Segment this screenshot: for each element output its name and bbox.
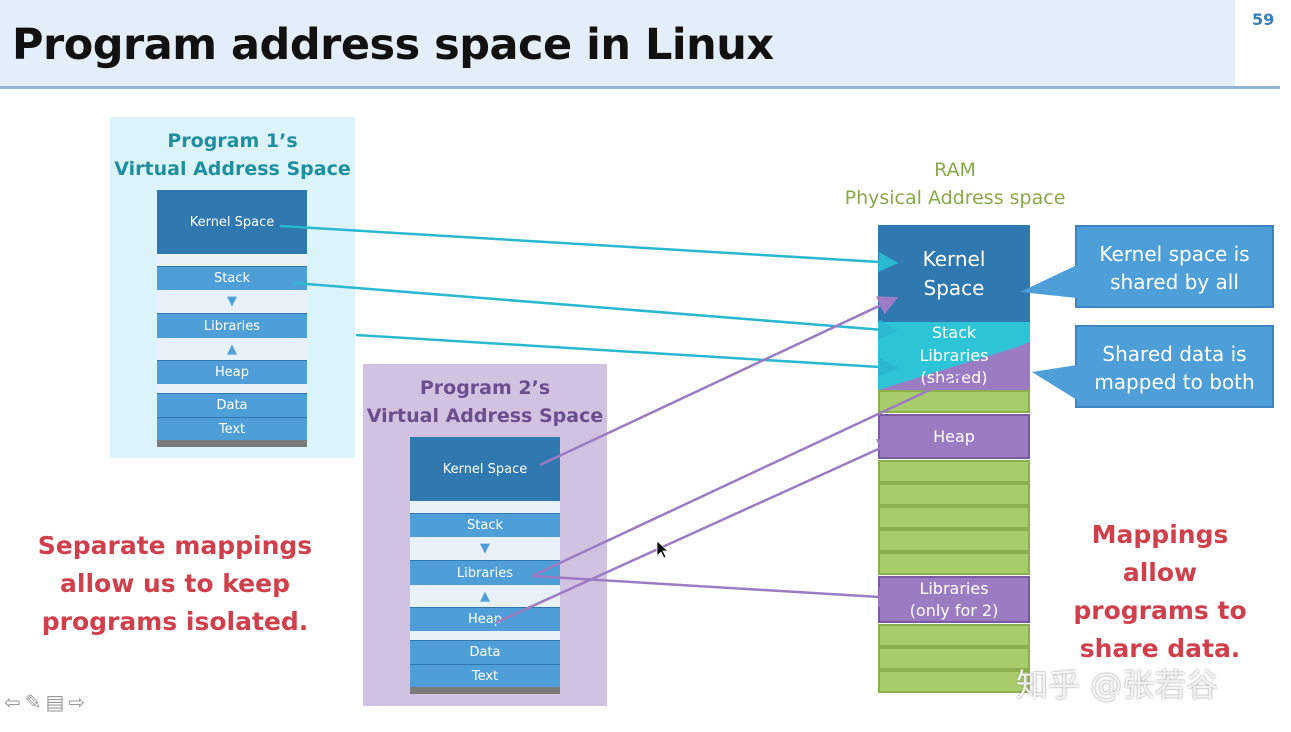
p1-up-arrow-icon: ▲ [157, 338, 307, 360]
p2-libraries: Libraries [410, 560, 560, 585]
arrow-p1-stack [293, 281, 899, 340]
note-right-line: programs to [1073, 596, 1247, 625]
p1-kernel: Kernel Space [157, 190, 307, 254]
arrow-p2-heap [494, 439, 899, 625]
page-number: 59 [1252, 10, 1275, 29]
p2-text: Text [410, 664, 560, 687]
p2-up-arrow-icon: ▲ [410, 585, 560, 607]
note-right-line: Mappings [1091, 520, 1229, 549]
ram-free-frame [878, 506, 1030, 529]
arrow-p2-libraries-only [531, 574, 899, 607]
p1-gap [157, 254, 307, 266]
ram-free-frame [878, 647, 1030, 670]
next-slide-icon[interactable]: ⇨ [68, 690, 86, 714]
p1-heap: Heap [157, 360, 307, 384]
pen-icon[interactable]: ✎ [24, 690, 42, 714]
callout-shared-data: Shared data is mapped to both [1075, 325, 1274, 408]
p1-libraries: Libraries [157, 313, 307, 338]
p2-kernel: Kernel Space [410, 437, 560, 501]
program1-title-line1: Program 1’s [167, 130, 298, 152]
ram-free-frame [878, 670, 1030, 693]
callout-pointer [1032, 365, 1077, 400]
arrow-p2-kernel [539, 296, 899, 467]
note-left-line: allow us to keep [60, 569, 290, 598]
ram-title-line1: RAM [934, 159, 976, 181]
callout-shared-line1: Shared data is [1102, 342, 1247, 366]
p1-data: Data [157, 393, 307, 417]
ram-title-line2: Physical Address space [844, 187, 1066, 209]
note-right-line: allow [1122, 558, 1198, 587]
ram-libs2-line2: (only for 2) [909, 600, 999, 620]
ram-free-frame [878, 529, 1030, 552]
p2-down-arrow-icon: ▼ [410, 537, 560, 560]
ram-kernel-line2: Space [923, 275, 985, 300]
program2-title-line2: Virtual Address Space [366, 405, 604, 427]
ram-libraries-only2: Libraries(only for 2) [878, 576, 1030, 623]
p2-gap [410, 631, 560, 640]
p2-gap [410, 501, 560, 513]
ram-heap: Heap [878, 414, 1030, 459]
slide-title: Program address space in Linux [12, 20, 774, 70]
watermark: 知乎 @张若谷 [1016, 666, 1219, 704]
arrow-p1-libraries [355, 333, 899, 377]
program2-title-line1: Program 2’s [419, 377, 551, 399]
callout-kernel-line2: shared by all [1110, 270, 1239, 294]
ram-libs-shared-line2: (shared) [920, 367, 988, 387]
ram-stack: Stack [878, 322, 1030, 343]
note-left-line: Separate mappings [37, 531, 313, 560]
slide-header [0, 0, 1235, 86]
note-sharing: Mappings allow programs to share data. [1060, 516, 1260, 668]
p1-text: Text [157, 417, 307, 440]
callout-kernel-shared: Kernel space is shared by all [1075, 225, 1274, 308]
p1-stack: Stack [157, 266, 307, 290]
ram-free-frame [878, 552, 1030, 575]
previous-slide-icon[interactable]: ⇦ [4, 690, 21, 714]
slide-nav-toolbar: ⇦ ✎ ▤ ⇨ [4, 690, 85, 714]
ram-free-frame [878, 624, 1030, 647]
p1-bottom [157, 440, 307, 447]
mouse-cursor-icon [656, 540, 670, 559]
callout-pointer [1020, 265, 1077, 298]
ram-free-frame [878, 483, 1030, 506]
program1-title-line2: Virtual Address Space [114, 158, 351, 180]
p2-data: Data [410, 640, 560, 664]
p1-down-arrow-icon: ▼ [157, 290, 307, 313]
ram-libs-shared-line1: Libraries [919, 345, 989, 365]
arrow-p2-libraries-shared [531, 341, 1031, 578]
p2-bottom [410, 687, 560, 694]
ram-title: RAM Physical Address space [840, 156, 1070, 212]
callout-shared-line2: mapped to both [1094, 370, 1255, 394]
p1-gap [157, 384, 307, 393]
note-isolation: Separate mappings allow us to keep program… [30, 527, 320, 641]
ram-free-frame [878, 460, 1030, 483]
p2-heap: Heap [410, 607, 560, 631]
ram-libs2-line1: Libraries [919, 578, 989, 598]
p2-stack: Stack [410, 513, 560, 537]
callout-kernel-line1: Kernel space is [1099, 242, 1250, 266]
header-divider [0, 86, 1280, 89]
note-left-line: programs isolated. [41, 607, 309, 636]
note-right-line: share data. [1079, 634, 1241, 663]
ram-libraries-shared: Libraries(shared) [878, 343, 1030, 390]
ram-kernel-line1: Kernel [922, 246, 986, 271]
menu-icon[interactable]: ▤ [45, 690, 65, 714]
arrow-p1-kernel [279, 224, 899, 272]
